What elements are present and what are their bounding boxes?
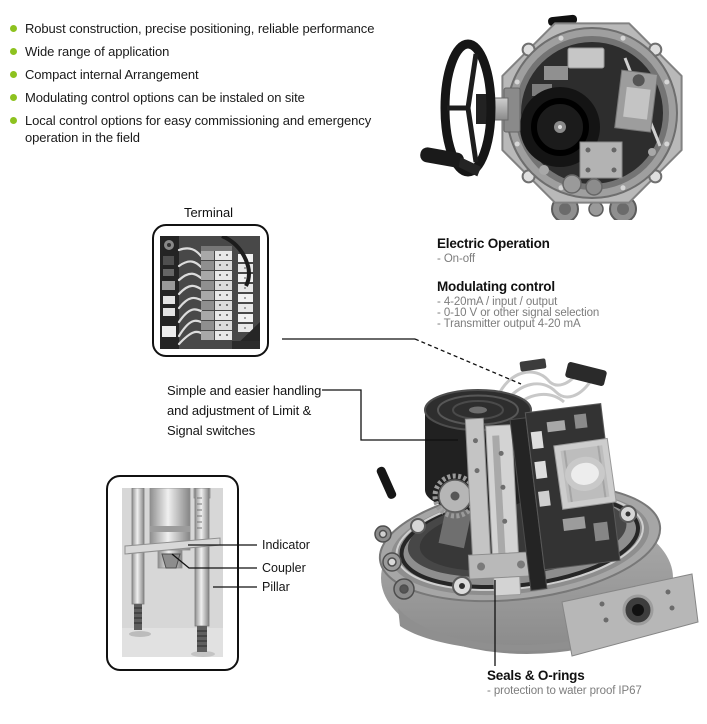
bullet-icon: [10, 71, 17, 78]
coupler-label: Coupler: [262, 561, 306, 575]
bullet-icon: [10, 94, 17, 101]
feature-list: Robust construction, precise positioning…: [10, 20, 412, 152]
feature-item: Compact internal Arrangement: [10, 66, 412, 83]
modulating-control-item: - 0-10 V or other signal selection: [437, 307, 600, 319]
modulating-control-item: - 4-20mA / input / output: [437, 296, 558, 308]
pillar-photo-frame: [106, 475, 239, 671]
switches-note-line: Signal switches: [167, 423, 256, 438]
modulating-control-title: Modulating control: [437, 279, 555, 294]
terminal-photo-frame: [152, 224, 269, 357]
bullet-icon: [10, 25, 17, 32]
terminal-label: Terminal: [183, 205, 234, 220]
handwheel: [420, 39, 521, 177]
switch-bracket: [464, 417, 537, 597]
bullet-icon: [10, 117, 17, 124]
pillar-label: Pillar: [262, 580, 290, 594]
actuator-internals: [520, 47, 662, 196]
feature-text: Modulating control options can be instal…: [25, 90, 305, 105]
seals-title: Seals & O-rings: [487, 668, 585, 683]
seals-subtitle: - protection to water proof IP67: [487, 685, 642, 697]
electric-operation-block: Electric Operation - On-off: [437, 236, 550, 265]
modulating-control-block: Modulating control - 4-20mA / input / ou…: [437, 279, 599, 330]
feature-item: Local control options for easy commissio…: [10, 112, 412, 146]
electric-operation-item: - On-off: [437, 253, 475, 265]
switches-note-line: and adjustment of Limit &: [167, 403, 312, 418]
wires: [177, 247, 203, 346]
bullet-icon: [10, 48, 17, 55]
feature-text: Wide range of application: [25, 44, 170, 59]
terminal-photo: [160, 236, 260, 349]
pillar-photo: [122, 488, 223, 657]
side-ports: [374, 525, 415, 600]
feature-text: Local control options for easy commissio…: [25, 113, 372, 145]
actuator-handwheel-photo: [420, 10, 707, 220]
electric-operation-title: Electric Operation: [437, 236, 550, 251]
switches-note: Simple and easier handling and adjustmen…: [167, 381, 321, 441]
modulating-control-item: - Transmitter output 4-20 mA: [437, 318, 581, 330]
feature-item: Robust construction, precise positioning…: [10, 20, 412, 37]
feature-item: Modulating control options can be instal…: [10, 89, 412, 106]
switches-note-line: Simple and easier handling: [167, 383, 322, 398]
indicator-label: Indicator: [262, 538, 310, 552]
transformer: [553, 437, 617, 510]
actuator-internals-photo: [370, 358, 707, 670]
feature-text: Robust construction, precise positioning…: [25, 21, 375, 36]
feature-item: Wide range of application: [10, 43, 412, 60]
terminal-strip: [201, 251, 232, 340]
seals-block: Seals & O-rings - protection to water pr…: [487, 668, 642, 698]
feature-text: Compact internal Arrangement: [25, 67, 199, 82]
